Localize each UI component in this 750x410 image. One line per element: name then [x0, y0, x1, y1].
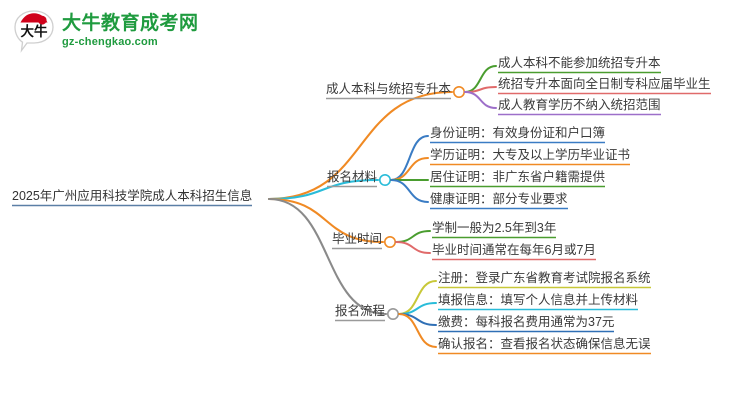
- leaf-label-3-2[interactable]: 毕业时间通常在每年6月或7月: [432, 243, 596, 257]
- branch-label-3[interactable]: 毕业时间: [332, 232, 383, 246]
- logo-title: 大牛教育成考网: [62, 13, 199, 34]
- branch-label-1[interactable]: 成人本科与统招专升本: [326, 82, 452, 96]
- leaf-label-4-2[interactable]: 填报信息：填写个人信息并上传材料: [438, 293, 639, 307]
- root-node-label[interactable]: 2025年广州应用科技学院成人本科招生信息: [12, 189, 253, 203]
- leaf-label-2-1[interactable]: 身份证明：有效身份证和户口簿: [430, 126, 606, 140]
- logo-subtitle: gz-chengkao.com: [62, 36, 158, 48]
- leaf-label-2-3[interactable]: 居住证明：非广东省户籍需提供: [430, 170, 606, 184]
- site-logo[interactable]: 大牛 大牛教育成考网 gz-chengkao.com: [12, 8, 199, 54]
- leaf-label-1-1[interactable]: 成人本科不能参加统招专升本: [498, 56, 661, 70]
- svg-text:大牛: 大牛: [21, 23, 48, 40]
- leaf-label-4-4[interactable]: 确认报名：查看报名状态确保信息无误: [438, 337, 651, 351]
- leaf-label-4-1[interactable]: 注册：登录广东省教育考试院报名系统: [438, 271, 651, 285]
- leaf-label-4-3[interactable]: 缴费：每科报名费用通常为37元: [438, 315, 615, 329]
- branch-label-2[interactable]: 报名材料: [327, 170, 378, 184]
- leaf-label-2-4[interactable]: 健康证明：部分专业要求: [430, 192, 568, 206]
- leaf-label-1-2[interactable]: 统招专升本面向全日制专科应届毕业生: [498, 77, 711, 91]
- leaf-label-1-3[interactable]: 成人教育学历不纳入统招范围: [498, 98, 661, 112]
- leaf-label-3-1[interactable]: 学制一般为2.5年到3年: [432, 221, 557, 235]
- logo-mark-icon: 大牛: [12, 8, 56, 54]
- leaf-label-2-2[interactable]: 学历证明：大专及以上学历毕业证书: [430, 148, 631, 162]
- branch-label-4[interactable]: 报名流程: [335, 304, 386, 318]
